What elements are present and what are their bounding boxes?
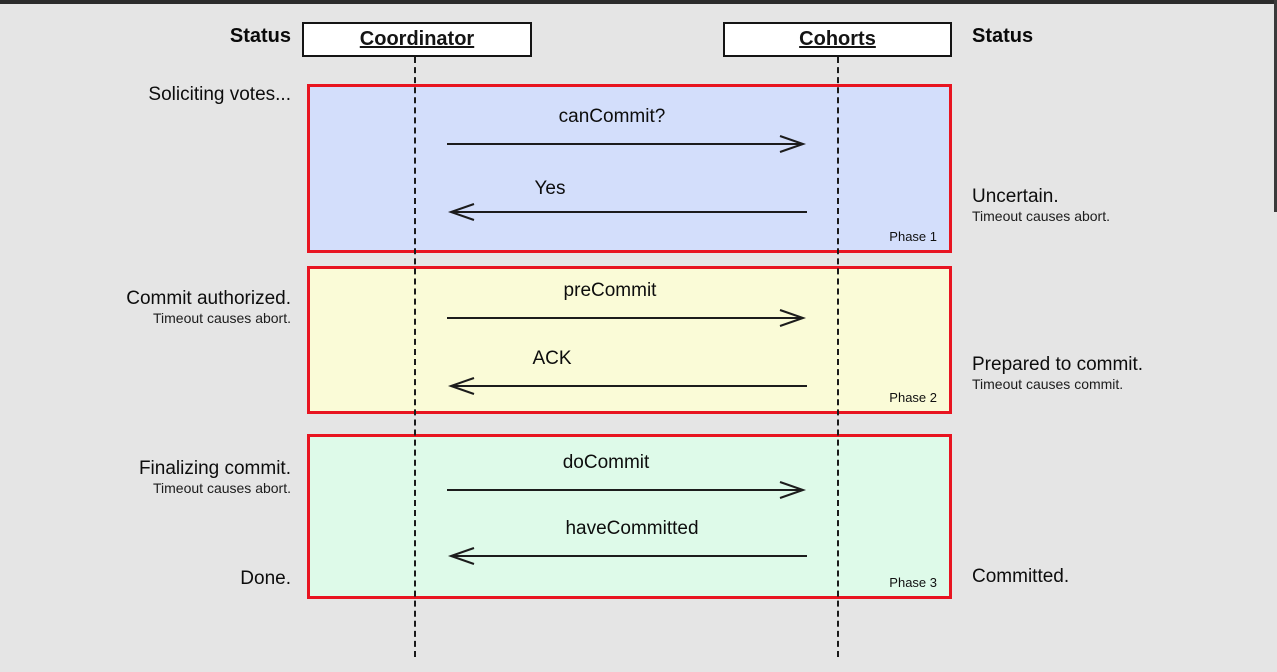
message-precommit: preCommit <box>563 280 657 301</box>
right-status-header: Status <box>972 25 1034 47</box>
coordinator-lifeline <box>414 57 416 657</box>
message-docommit: doCommit <box>562 452 650 473</box>
status-committed: Committed. <box>972 566 1070 587</box>
left-status-header: Status <box>229 25 291 47</box>
phase-2-label: Phase 2 <box>889 390 937 405</box>
message-cancommit: canCommit? <box>558 106 666 127</box>
coordinator-actor-box: Coordinator <box>302 22 532 57</box>
message-ack: ACK <box>532 348 572 369</box>
phase-3-label: Phase 3 <box>889 575 937 590</box>
status-finalizing-commit: Finalizing commit. Timeout causes abort. <box>138 458 291 496</box>
window-top-border <box>0 0 1277 4</box>
status-done: Done. <box>240 568 291 589</box>
phase-1-label: Phase 1 <box>889 229 937 244</box>
status-commit-authorized: Commit authorized. Timeout causes abort. <box>126 288 291 326</box>
status-soliciting-votes: Soliciting votes... <box>148 84 291 105</box>
status-uncertain: Uncertain. Timeout causes abort. <box>972 186 1110 224</box>
status-prepared-to-commit: Prepared to commit. Timeout causes commi… <box>972 354 1144 392</box>
cohorts-label: Cohorts <box>799 28 876 50</box>
cohorts-actor-box: Cohorts <box>723 22 952 57</box>
window-right-border <box>1274 0 1277 212</box>
cohorts-lifeline <box>837 57 839 657</box>
message-yes: Yes <box>534 178 566 199</box>
coordinator-label: Coordinator <box>359 28 475 50</box>
message-havecommitted: haveCommitted <box>565 518 699 539</box>
